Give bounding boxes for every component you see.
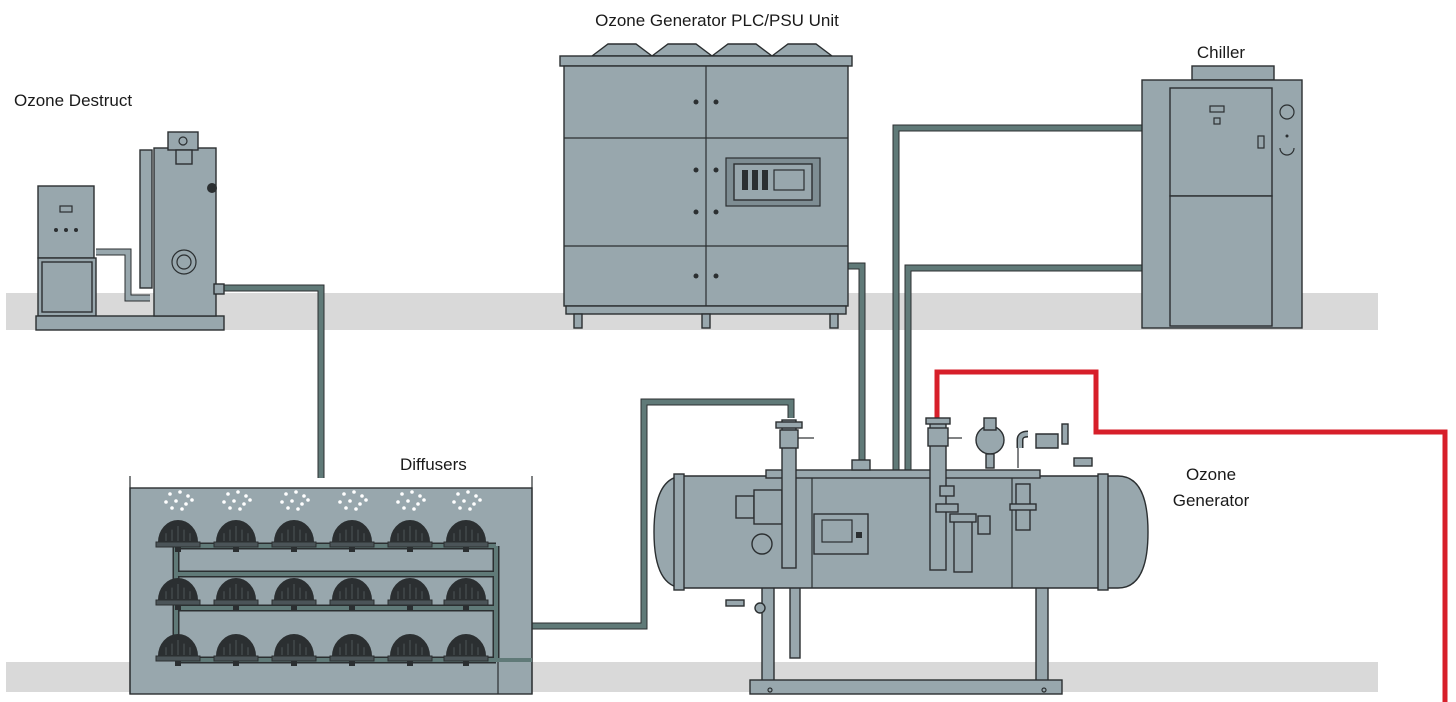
pipe-network — [222, 124, 1142, 630]
air-bubble — [306, 498, 310, 502]
air-bubble — [416, 502, 420, 506]
plc-psu-label: Ozone Generator PLC/PSU Unit — [595, 11, 839, 30]
air-bubble — [296, 507, 300, 511]
air-bubble — [474, 494, 478, 498]
diffuser-dome — [329, 634, 375, 666]
air-bubble — [418, 494, 422, 498]
air-bubble — [284, 492, 288, 496]
air-bubble — [222, 500, 226, 504]
ozone-generator-unit — [653, 417, 1149, 695]
diffuser-dome — [213, 634, 259, 666]
diffuser-dome — [443, 520, 489, 552]
air-bubble — [170, 506, 174, 510]
air-bubble — [342, 492, 346, 496]
air-bubble — [422, 498, 426, 502]
diffuser-dome — [387, 520, 433, 552]
ozone-destruct-unit — [35, 131, 225, 331]
diffuser-dome — [443, 634, 489, 666]
ozone-destruct-label: Ozone Destruct — [14, 91, 132, 110]
air-bubble — [452, 500, 456, 504]
air-bubble — [184, 502, 188, 506]
air-bubble — [360, 494, 364, 498]
diffuser-dome — [155, 578, 201, 610]
air-bubble — [226, 492, 230, 496]
air-bubble — [468, 507, 472, 511]
air-bubble — [174, 499, 178, 503]
air-bubbles — [164, 490, 482, 511]
air-bubble — [190, 498, 194, 502]
diffuser-dome — [329, 578, 375, 610]
air-bubble — [402, 506, 406, 510]
diffuser-dome — [213, 578, 259, 610]
diffuser-dome — [329, 520, 375, 552]
air-bubble — [232, 499, 236, 503]
air-bubble — [244, 494, 248, 498]
air-bubble — [286, 506, 290, 510]
ozone-generator-label-line2: Generator — [1173, 491, 1250, 510]
air-bubble — [364, 498, 368, 502]
diffuser-dome — [443, 578, 489, 610]
diffuser-dome — [271, 578, 317, 610]
air-bubble — [186, 494, 190, 498]
chiller-unit — [1141, 65, 1303, 329]
diffuser-dome — [213, 520, 259, 552]
chiller-label: Chiller — [1197, 43, 1246, 62]
air-bubble — [396, 500, 400, 504]
air-bubble — [238, 507, 242, 511]
air-bubble — [458, 506, 462, 510]
air-bubble — [294, 490, 298, 494]
air-bubble — [248, 498, 252, 502]
diffuser-dome — [155, 520, 201, 552]
air-bubble — [348, 499, 352, 503]
air-bubble — [478, 498, 482, 502]
air-bubble — [228, 506, 232, 510]
diffuser-dome — [271, 520, 317, 552]
air-bubble — [302, 494, 306, 498]
air-bubble — [344, 506, 348, 510]
ozone-generator-label-line1: Ozone — [1186, 465, 1236, 484]
air-bubble — [242, 502, 246, 506]
air-bubble — [412, 507, 416, 511]
air-bubble — [168, 492, 172, 496]
air-bubble — [236, 490, 240, 494]
diffusers-tank — [129, 476, 533, 695]
air-bubble — [178, 490, 182, 494]
air-bubble — [280, 500, 284, 504]
plc-psu-unit — [559, 43, 853, 329]
air-bubble — [400, 492, 404, 496]
diffuser-dome — [387, 578, 433, 610]
diffuser-dome — [271, 634, 317, 666]
air-bubble — [472, 502, 476, 506]
air-bubble — [290, 499, 294, 503]
air-bubble — [410, 490, 414, 494]
air-bubble — [164, 500, 168, 504]
air-bubble — [180, 507, 184, 511]
air-bubble — [358, 502, 362, 506]
diffusers-label: Diffusers — [400, 455, 467, 474]
diffuser-dome — [387, 634, 433, 666]
air-bubble — [466, 490, 470, 494]
diffuser-domes — [155, 520, 489, 666]
air-bubble — [354, 507, 358, 511]
air-bubble — [352, 490, 356, 494]
air-bubble — [456, 492, 460, 496]
air-bubble — [338, 500, 342, 504]
air-bubble — [462, 499, 466, 503]
air-bubble — [406, 499, 410, 503]
diffuser-dome — [155, 634, 201, 666]
oxygen-feed-line — [934, 369, 1448, 702]
air-bubble — [300, 502, 304, 506]
